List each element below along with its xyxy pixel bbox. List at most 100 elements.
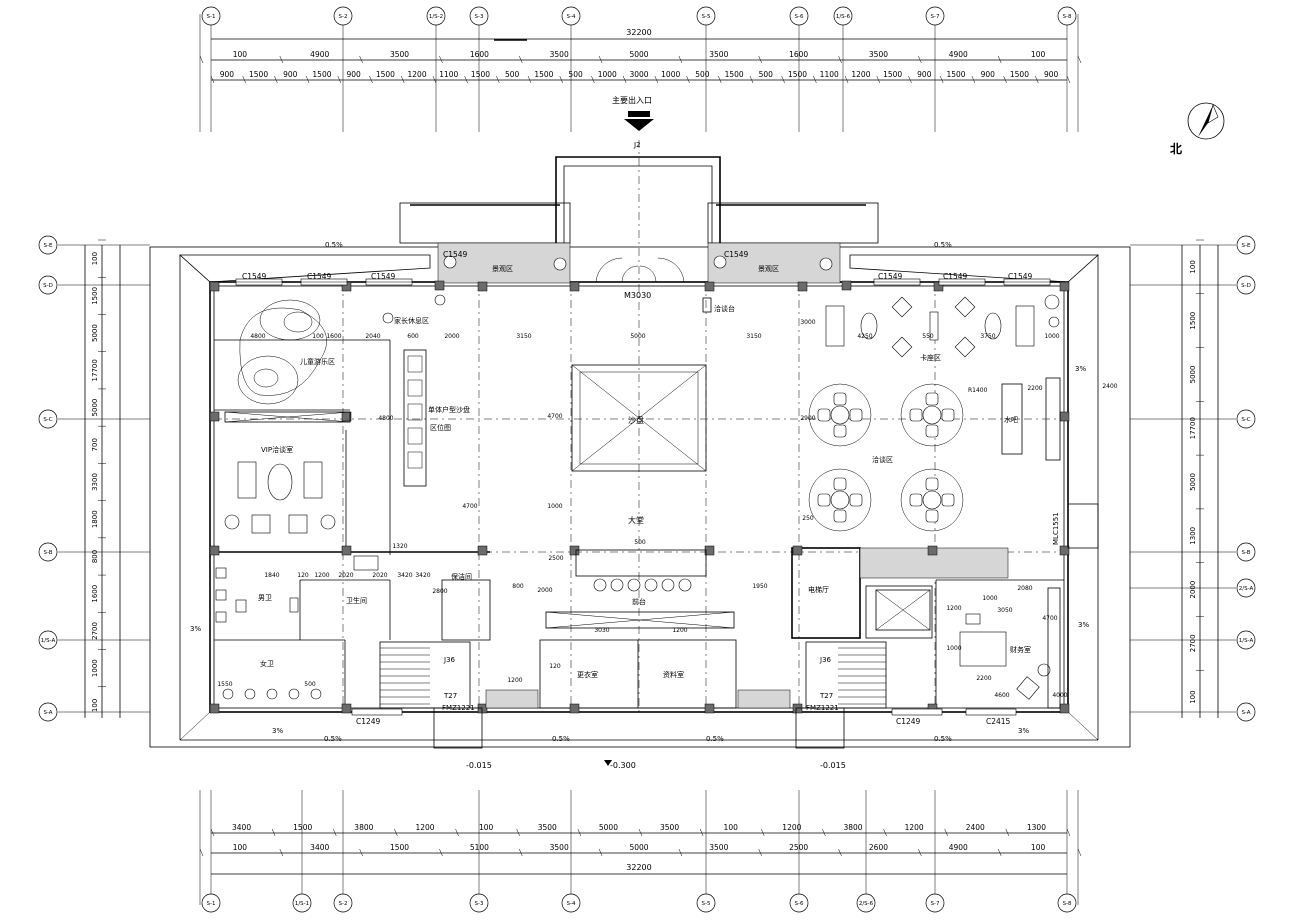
bottom-bubble-label: 2/S-6 [859,901,874,907]
talk-table-ring [900,468,964,532]
left-dim-value: 100 [91,252,99,265]
left-bubble-circle [38,409,58,429]
svg-text:C1549: C1549 [242,272,267,281]
landscape-left-label: 景观区 [492,265,513,273]
left-bubble-circle [38,542,58,562]
bottom-bubble-circle [292,893,312,913]
interior-dim: 4250 [857,333,872,340]
bot-dim2-value: 3500 [709,843,728,852]
kids-play-label: 儿童游乐区 [300,357,335,366]
talk-chair [925,392,939,406]
level-left: -0.015 [466,761,492,770]
svg-text:3%: 3% [272,727,283,735]
bot-dim1-value: 1300 [1027,823,1046,832]
bottom-bubble-circle [789,893,809,913]
bottom-bubble-label: 1/S-1 [295,901,309,907]
top-dim2-tick [305,75,310,84]
bot-dim2-value: 4900 [949,843,968,852]
top-dim2-value: 900 [917,70,932,79]
left-dim-value: 700 [91,438,99,451]
interior-dim: 1000 [946,645,961,652]
top-dim2-value: 1100 [820,70,839,79]
top-dim2-value: 500 [695,70,710,79]
interior-dim: 1200 [314,572,329,579]
right-axis-bubbles: S-ES-DS-CS-B2/S-A1/S-AS-A [1130,235,1256,722]
top-dim1-value: 1600 [789,50,808,59]
talk-table [922,405,942,425]
interior-dim: 250 [802,515,814,522]
svg-text:C1249: C1249 [896,717,921,726]
interior-dim: 2200 [976,675,991,682]
top-dim2-tick [749,75,754,84]
top-dim1-tick [439,55,443,64]
right-dim-value: 1300 [1189,527,1197,545]
talk-chair [849,493,863,507]
bot-dim2-tick [199,848,204,857]
elevator-hall-label: 电梯厅 [808,585,829,594]
bot-dim2-tick [519,848,523,857]
bot-dim2-value: 1500 [390,843,409,852]
north-arrow-icon [1187,102,1225,140]
left-bubble-label: S-E [44,243,53,249]
bottom-bubble-circle [696,893,716,913]
top-bubble-label: S-4 [567,14,576,20]
right-bubble-label: S-E [1242,243,1251,249]
right-bubble-label: S-C [1241,417,1250,423]
top-dim2-tick [400,75,405,84]
left-bubble-label: S-D [43,283,53,289]
column [1059,281,1070,292]
interior-dim: 4800 [250,333,265,340]
right-bubble-circle [1236,702,1256,722]
landscape-bed-right [707,242,841,284]
top-dim2-tick [210,75,215,84]
top-dim1-value: 100 [233,50,248,59]
talk-table-ring [900,383,964,447]
top-dim1-value: 3500 [550,50,569,59]
window [965,708,1017,716]
interior-dim: 2200 [1027,385,1042,392]
window-glazing [235,278,1051,716]
right-bubble-circle [1236,630,1256,650]
svg-text:0.5%: 0.5% [934,241,952,249]
top-dim1-value: 4900 [949,50,968,59]
top-dim2-value: 500 [568,70,583,79]
bot-dim2-value: 3500 [550,843,569,852]
left-dim-value: 5000 [91,324,99,342]
bot-dim1-tick [883,828,887,837]
top-dim2-value: 500 [759,70,774,79]
top-dim1-tick [678,55,683,64]
left-dim-value: 5000 [91,399,99,417]
bot-dim2-value: 100 [1031,843,1046,852]
bottom-bubble-label: S-6 [795,901,804,907]
bar-counter [1001,377,1061,461]
top-bubble-circle [333,6,353,26]
right-bubble-label: S-D [1241,283,1251,289]
top-dim2-value: 1000 [661,70,680,79]
right-dim-value: 5000 [1189,366,1197,384]
interior-dim: 2500 [548,555,563,562]
interior-dim: 2040 [365,333,380,340]
window [891,708,943,716]
top-dim1-value: 4900 [310,50,329,59]
top-dim1-value: 100 [1031,50,1046,59]
talk-chair [925,424,939,438]
cleaning-room-label: 保洁间 [451,572,472,581]
bot-dim1-value: 1500 [293,823,312,832]
restroom-fixtures [215,555,379,700]
right-dim-value: 2700 [1189,634,1197,652]
top-dim2-value: 900 [220,70,235,79]
interior-dim: 2000 [444,333,459,340]
left-bubble-label: 1/S-A [41,638,56,644]
interior-dim: 2400 [1102,383,1117,390]
top-dim2-value: 1500 [725,70,744,79]
vip-room-furniture [224,411,351,534]
top-dim2-value: 1500 [1010,70,1029,79]
column [477,703,488,714]
bot-dim2-tick [838,848,842,857]
top-dim1-tick [279,55,284,64]
column [209,545,220,556]
